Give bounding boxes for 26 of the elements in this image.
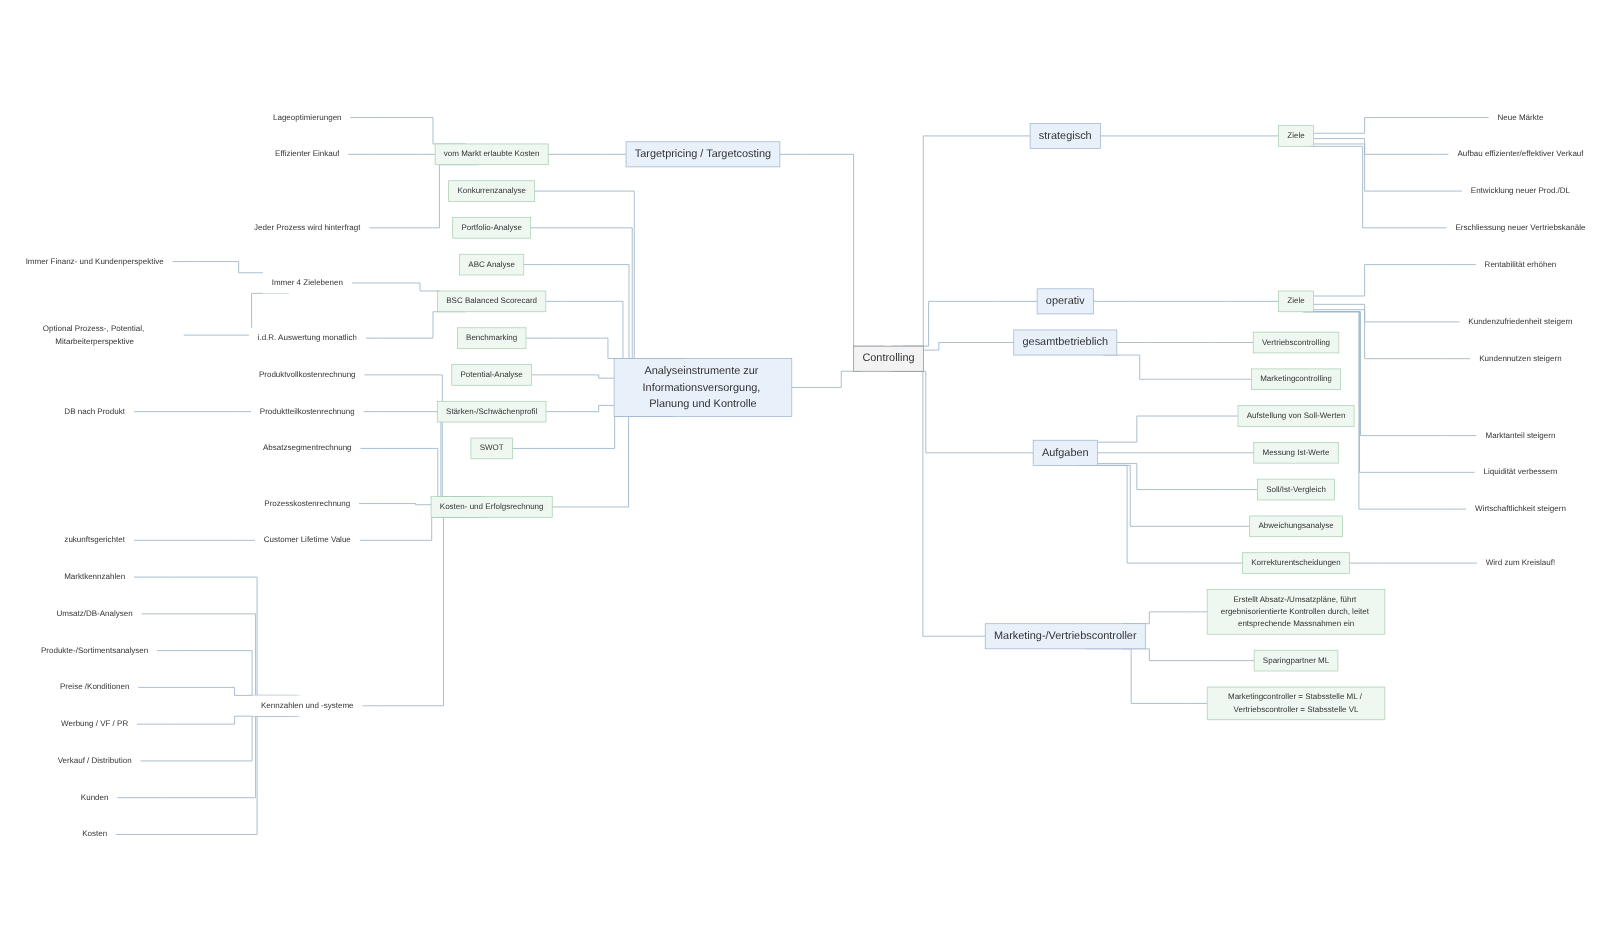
connector [1096, 452, 1255, 454]
connector [547, 153, 627, 155]
connector [133, 539, 256, 541]
connector [133, 411, 252, 413]
connector [171, 261, 264, 274]
connector [1096, 415, 1239, 443]
connector [1096, 463, 1258, 490]
connector [347, 153, 436, 155]
connector [1313, 303, 1461, 323]
connector [1309, 145, 1448, 229]
connector [351, 282, 441, 292]
connector [1093, 300, 1280, 302]
connector [1313, 117, 1490, 134]
connector [1313, 264, 1477, 297]
connector [1349, 562, 1478, 564]
connector [1100, 135, 1280, 137]
connector [531, 374, 615, 379]
connector [922, 342, 1015, 351]
connector [1116, 342, 1254, 343]
connector [358, 503, 432, 506]
connector [136, 715, 256, 725]
connector [1313, 309, 1471, 360]
connector [545, 404, 615, 413]
connector [137, 686, 256, 696]
connector [1313, 138, 1450, 155]
connector [1313, 143, 1463, 192]
